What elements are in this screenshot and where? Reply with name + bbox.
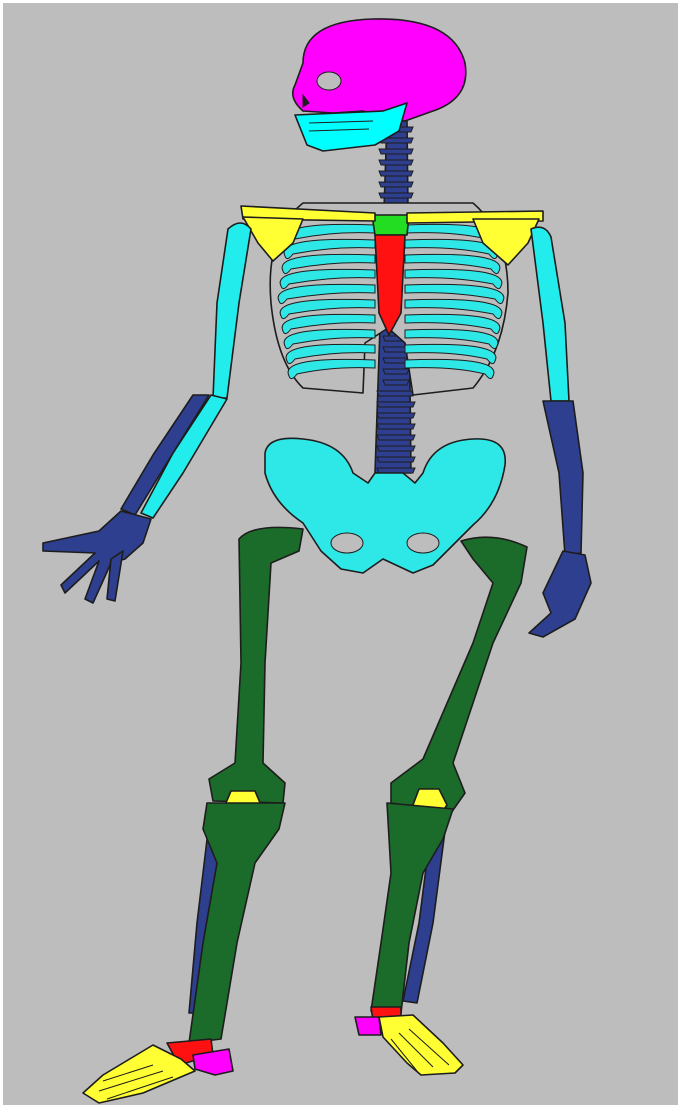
vertebra-icon bbox=[383, 380, 409, 385]
tibia-icon bbox=[189, 803, 453, 1043]
vertebra-icon bbox=[377, 391, 415, 396]
foot-icon bbox=[83, 1007, 463, 1103]
vertebra-icon bbox=[377, 446, 415, 451]
vertebra-icon bbox=[377, 402, 415, 407]
vertebra-icon bbox=[377, 424, 415, 429]
vertebra-icon bbox=[377, 457, 415, 462]
skeleton-figure bbox=[3, 3, 681, 1108]
vertebra-icon bbox=[379, 193, 413, 198]
vertebra-icon bbox=[377, 413, 415, 418]
skull-icon bbox=[293, 19, 466, 121]
vertebra-icon bbox=[379, 149, 413, 154]
vertebra-icon bbox=[379, 171, 413, 176]
vertebra-icon bbox=[377, 435, 415, 440]
vertebra-icon bbox=[379, 160, 413, 165]
vertebra-icon bbox=[379, 182, 413, 187]
vertebra-icon bbox=[383, 369, 409, 374]
